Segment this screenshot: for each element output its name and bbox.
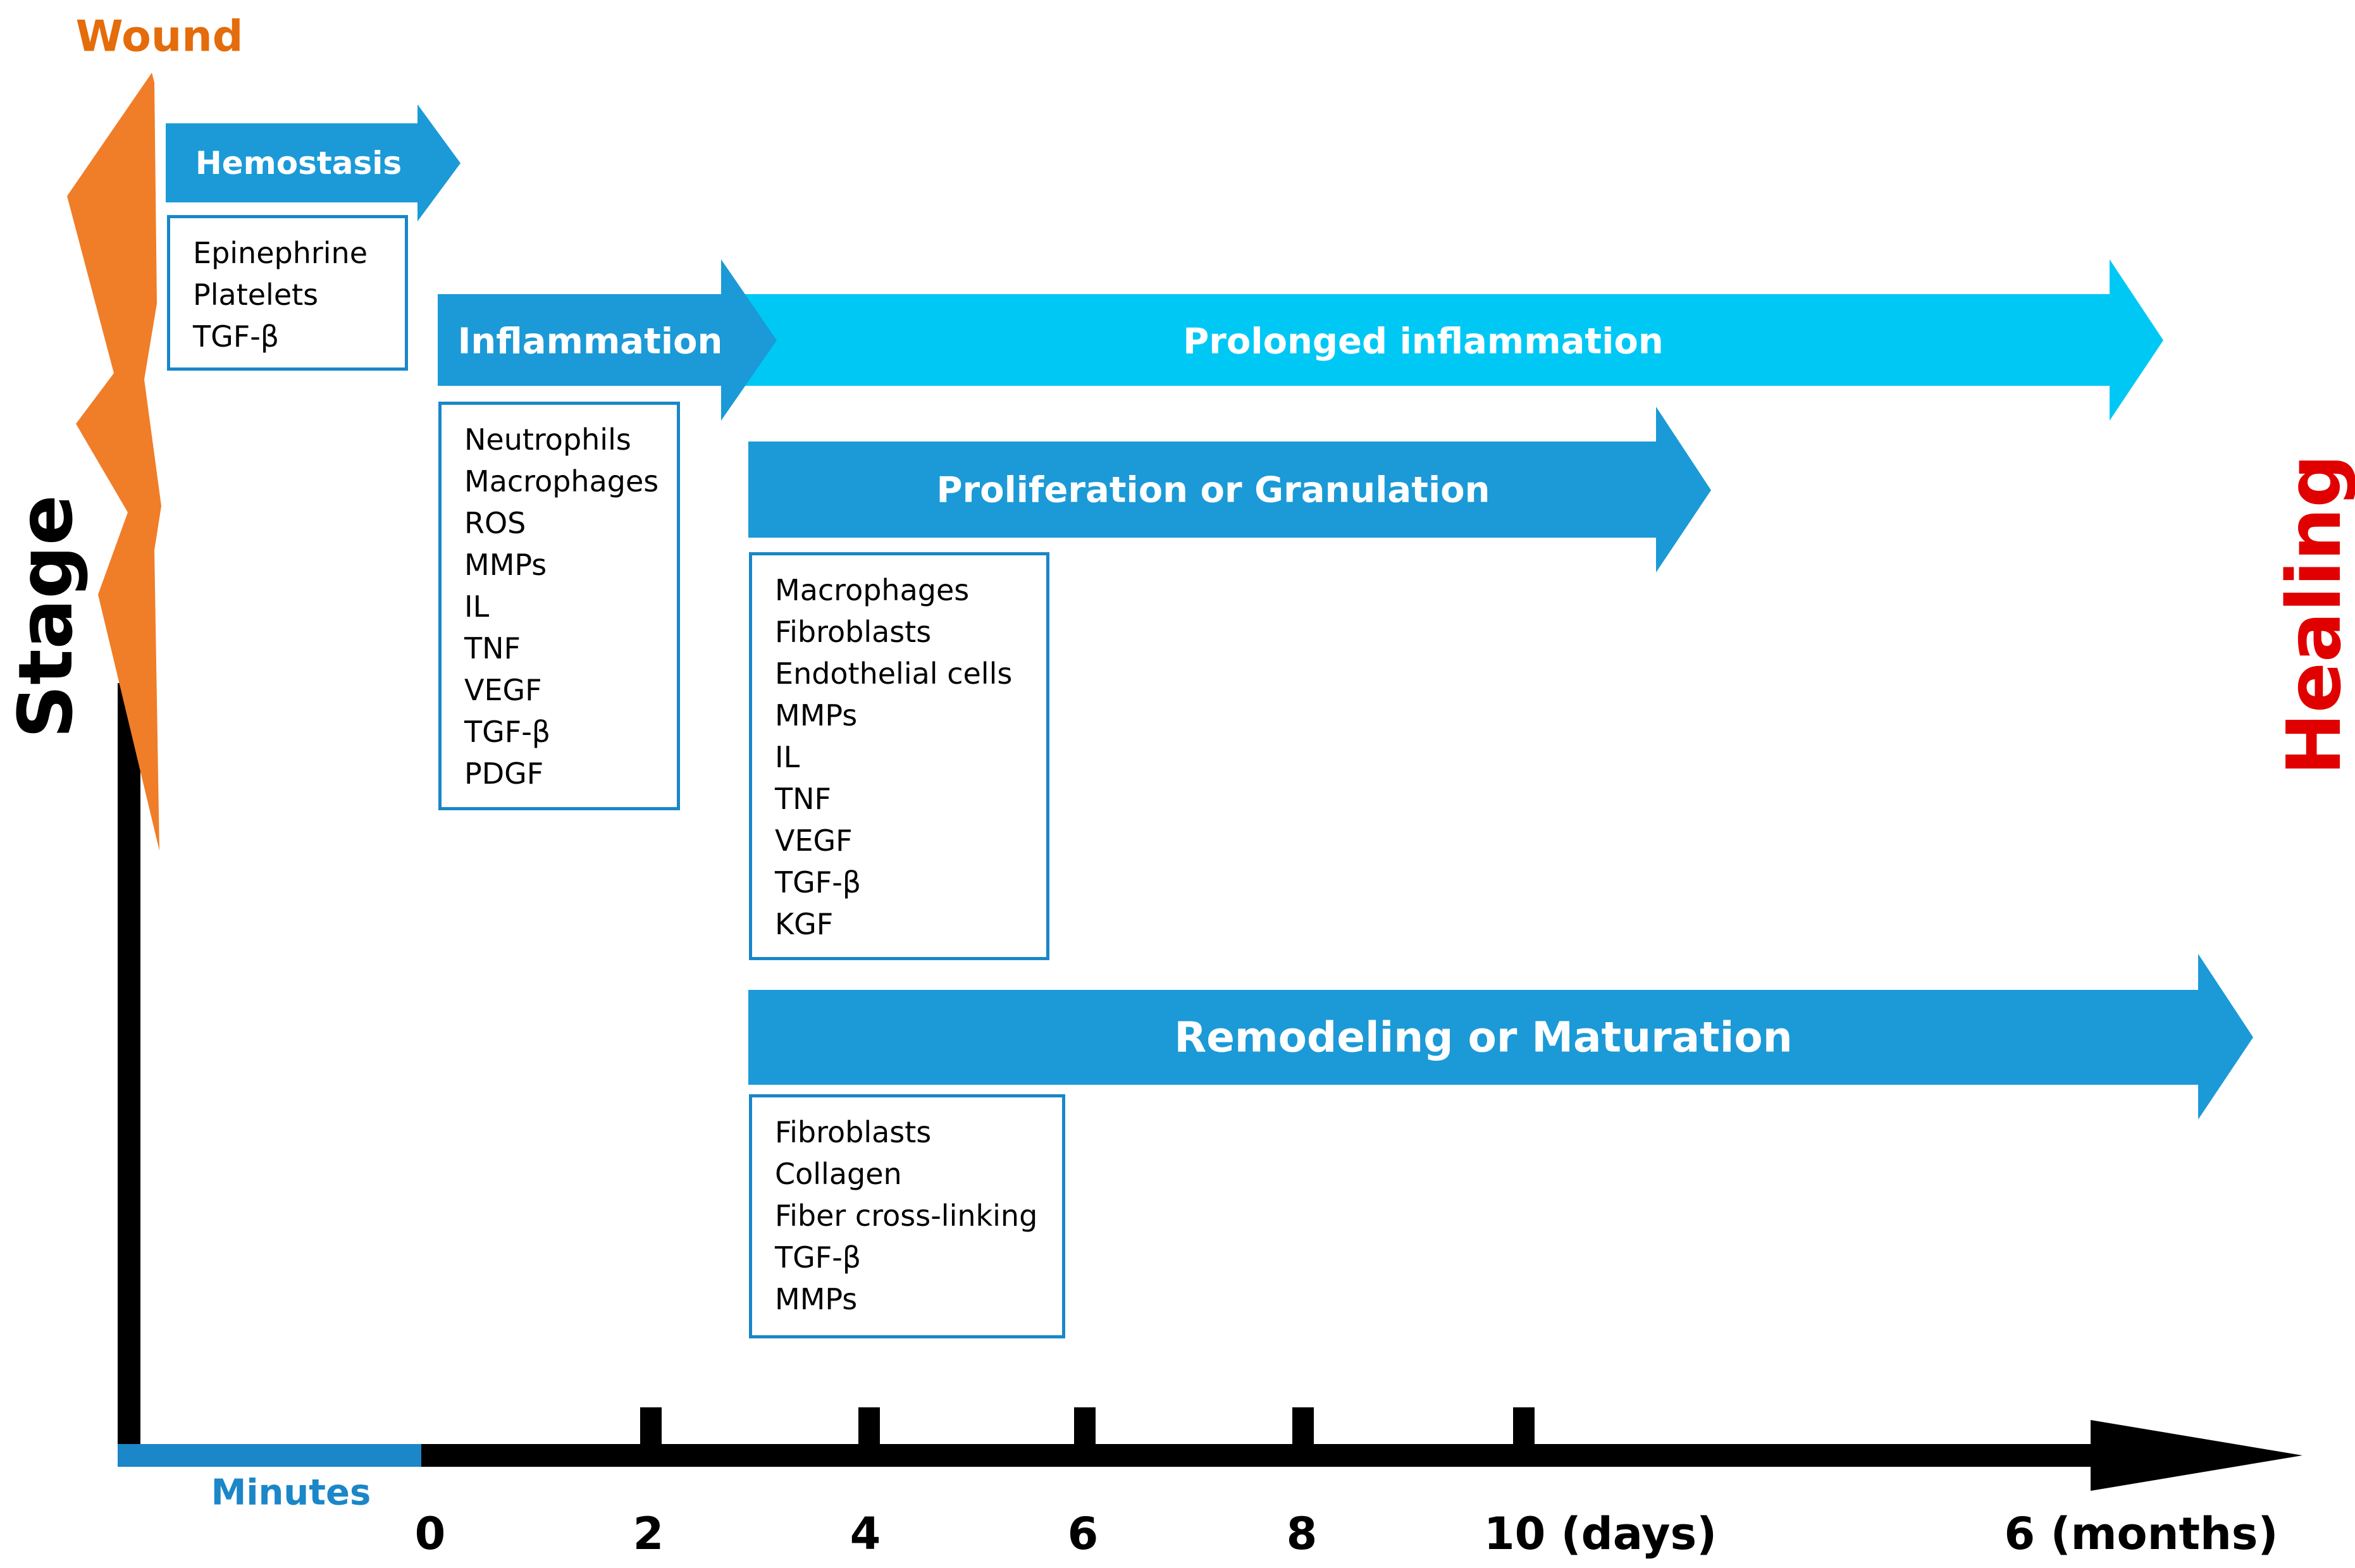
mediator-item: Epinephrine <box>193 236 368 270</box>
mediator-item: TGF-β <box>775 1240 862 1275</box>
mediator-item: TGF-β <box>464 715 551 749</box>
wound-bolt-icon <box>67 73 161 851</box>
mediator-item: Fiber cross-linking <box>775 1199 1038 1233</box>
inflammation-arrow <box>438 259 777 421</box>
x-tick-label: 8 <box>1287 1508 1318 1560</box>
mediator-item: IL <box>464 590 490 624</box>
mediator-item: Endothelial cells <box>775 657 1013 691</box>
phase-label-hemostasis: Hemostasis <box>195 145 402 182</box>
mediator-item: Macrophages <box>464 464 659 498</box>
mediator-item: PDGF <box>464 756 544 791</box>
x-tick-label: 10 (days) <box>1484 1508 1717 1560</box>
mediator-item: Platelets <box>193 278 319 312</box>
x-axis-minutes-segment <box>118 1444 421 1467</box>
x-tick-mark <box>640 1407 662 1445</box>
x-tick-mark <box>858 1407 880 1445</box>
remodeling-mediators-box: Fibroblasts Collagen Fiber cross-linking… <box>749 1094 1065 1338</box>
mediator-item: TNF <box>775 782 831 816</box>
mediator-item: TGF-β <box>775 865 862 899</box>
wound-label: Wound <box>76 12 244 62</box>
mediator-item: VEGF <box>464 673 542 707</box>
x-tick-label: 4 <box>850 1508 881 1560</box>
mediator-item: Macrophages <box>775 573 970 607</box>
hemostasis-mediators-box: Epinephrine Platelets TGF-β <box>167 215 408 371</box>
x-axis-line <box>421 1444 2098 1467</box>
mediator-item: VEGF <box>775 824 853 858</box>
phase-label-prolonged-inflammation: Prolonged inflammation <box>1183 321 1663 362</box>
x-tick-label: 6 (months) <box>2005 1508 2278 1560</box>
mediator-item: MMPs <box>464 548 547 582</box>
remodeling-arrow <box>748 954 2253 1120</box>
x-tick-label: 2 <box>633 1508 664 1560</box>
y-axis-line <box>118 683 140 1461</box>
mediator-item: MMPs <box>775 1282 858 1316</box>
mediator-item: TGF-β <box>193 319 280 354</box>
phase-label-proliferation: Proliferation or Granulation <box>936 470 1490 511</box>
phase-label-inflammation: Inflammation <box>458 321 723 362</box>
x-tick-label: 0 <box>415 1508 446 1560</box>
mediator-item: MMPs <box>775 698 858 732</box>
mediator-item: TNF <box>464 631 521 665</box>
mediator-item: Collagen <box>775 1157 902 1191</box>
x-tick-label: 6 <box>1068 1508 1099 1560</box>
x-tick-mark <box>1513 1407 1535 1445</box>
prolonged-inflammation-arrow <box>734 259 2163 421</box>
mediator-item: Fibroblasts <box>775 1115 932 1149</box>
proliferation-arrow <box>748 407 1711 572</box>
phase-label-remodeling: Remodeling or Maturation <box>1174 1013 1792 1062</box>
mediator-item: KGF <box>775 907 834 941</box>
y-axis-label-stage: Stage <box>2 495 89 739</box>
mediator-item: Neutrophils <box>464 423 631 457</box>
x-axis-arrowhead <box>2091 1420 2302 1491</box>
proliferation-mediators-box: Macrophages Fibroblasts Endothelial cell… <box>749 552 1049 960</box>
inflammation-mediators-box: Neutrophils Macrophages ROS MMPs IL TNF … <box>438 402 680 810</box>
healing-label: Healing <box>2270 454 2355 775</box>
mediator-item: ROS <box>464 506 526 540</box>
x-tick-mark <box>1292 1407 1314 1445</box>
minutes-label: Minutes <box>211 1472 371 1514</box>
mediator-item: IL <box>775 740 800 774</box>
x-tick-mark <box>1074 1407 1096 1445</box>
mediator-item: Fibroblasts <box>775 615 932 649</box>
hemostasis-arrow <box>166 104 460 221</box>
